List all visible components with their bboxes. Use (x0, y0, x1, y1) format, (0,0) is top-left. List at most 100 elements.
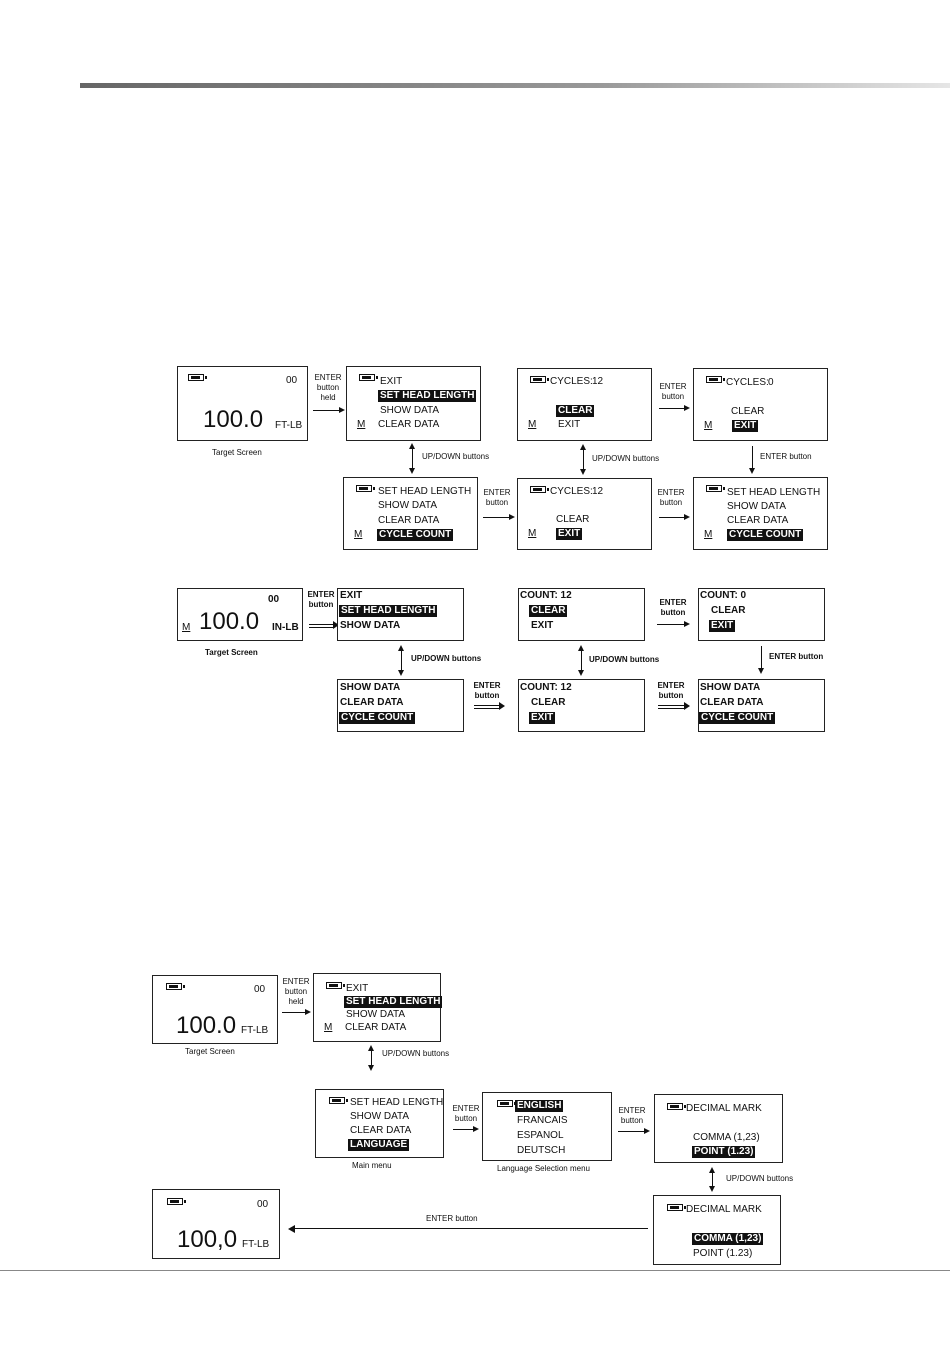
menu-item-show-data[interactable]: SHOW DATA (378, 500, 438, 511)
cycles-reset-screen: CYCLES: 0 CLEAR EXIT M (693, 368, 828, 441)
menu-item-exit[interactable]: EXIT (346, 983, 369, 994)
cycle-count-display: 00 (286, 375, 298, 386)
option-clear[interactable]: CLEAR (711, 605, 746, 616)
option-exit[interactable]: EXIT (529, 712, 556, 724)
cycles-label: CYCLES: (726, 377, 769, 388)
up-down-label: UP/DOWN buttons (726, 1174, 794, 1183)
battery-icon (706, 485, 725, 492)
cycles-screen: CYCLES: 12 CLEAR EXIT M (517, 368, 652, 441)
up-down-label: UP/DOWN buttons (382, 1049, 450, 1058)
option-clear[interactable]: CLEAR (731, 406, 765, 417)
unit-label: FT-LB (242, 1239, 270, 1250)
enter-arrow (313, 406, 345, 414)
menu-item-set-head-length[interactable]: SET HEAD LENGTH (378, 390, 477, 402)
menu-item-set-head-length[interactable]: SET HEAD LENGTH (378, 486, 472, 497)
m-key: M (528, 528, 537, 539)
menu-screen-final: SET HEAD LENGTH SHOW DATA CLEAR DATA CYC… (693, 477, 828, 550)
result-screen: 00 100,0 FT-LB (152, 1189, 280, 1259)
header-rule (80, 83, 950, 88)
menu-item-set-head-length[interactable]: SET HEAD LENGTH (339, 605, 438, 617)
menu-item-set-head-length[interactable]: SET HEAD LENGTH (344, 996, 443, 1008)
option-clear[interactable]: CLEAR (531, 697, 566, 708)
menu-item-clear-data[interactable]: CLEAR DATA (378, 515, 440, 526)
main-menu-caption: Main menu (352, 1161, 392, 1170)
cycle-count-display: 00 (268, 594, 280, 605)
battery-icon (356, 485, 375, 492)
option-exit[interactable]: EXIT (556, 528, 583, 540)
menu-screen: EXIT SET HEAD LENGTH SHOW DATA CLEAR DAT… (313, 973, 443, 1042)
menu-item-show-data[interactable]: SHOW DATA (340, 620, 401, 631)
menu-item-cycle-count[interactable]: CYCLE COUNT (339, 712, 416, 724)
menu-item-show-data[interactable]: SHOW DATA (700, 682, 761, 693)
language-espanol[interactable]: ESPANOL (517, 1130, 564, 1141)
menu-item-show-data[interactable]: SHOW DATA (727, 501, 787, 512)
up-down-label: UP/DOWN buttons (422, 452, 490, 461)
language-deutsch[interactable]: DEUTSCH (517, 1145, 566, 1156)
menu-item-clear-data[interactable]: CLEAR DATA (700, 697, 764, 708)
language-francais[interactable]: FRANCAIS (517, 1115, 568, 1126)
menu-item-cycle-count[interactable]: CYCLE COUNT (377, 529, 454, 541)
cycles-value: 12 (592, 376, 604, 387)
menu-item-clear-data[interactable]: CLEAR DATA (727, 515, 789, 526)
option-point[interactable]: POINT (1.23) (693, 1248, 753, 1259)
option-exit[interactable]: EXIT (709, 620, 736, 632)
menu-item-set-head-length[interactable]: SET HEAD LENGTH (350, 1097, 444, 1108)
up-down-label: UP/DOWN buttons (411, 654, 482, 663)
option-point[interactable]: POINT (1.23) (692, 1146, 756, 1158)
m-key: M (357, 419, 366, 430)
m-key: M (354, 529, 363, 540)
menu-item-cycle-count[interactable]: CYCLE COUNT (699, 712, 776, 724)
menu-item-show-data[interactable]: SHOW DATA (340, 682, 401, 693)
battery-icon (329, 1097, 348, 1104)
menu-item-exit[interactable]: EXIT (380, 376, 403, 387)
menu-item-clear-data[interactable]: CLEAR DATA (345, 1022, 407, 1033)
count-screen: COUNT: 12 CLEAR EXIT (518, 588, 645, 641)
menu-item-cycle-count[interactable]: CYCLE COUNT (727, 529, 804, 541)
enter-arrow (453, 1125, 479, 1133)
enter-arrow (658, 702, 690, 710)
target-screen: 00 100.0 FT-LB (152, 975, 278, 1044)
menu-item-show-data[interactable]: SHOW DATA (346, 1009, 406, 1020)
option-clear[interactable]: CLEAR (556, 514, 590, 525)
menu-item-clear-data[interactable]: CLEAR DATA (378, 419, 440, 430)
option-exit[interactable]: EXIT (732, 420, 759, 432)
enter-arrow (659, 404, 690, 412)
menu-item-clear-data[interactable]: CLEAR DATA (340, 697, 404, 708)
battery-icon (359, 374, 378, 381)
up-down-arrow (579, 444, 587, 475)
battery-icon (667, 1103, 686, 1110)
cycles-value: 12 (592, 486, 604, 497)
option-comma[interactable]: COMMA (1,23) (693, 1132, 760, 1143)
count-screen-exit: COUNT: 12 CLEAR EXIT (518, 679, 645, 732)
menu-item-show-data[interactable]: SHOW DATA (350, 1111, 410, 1122)
language-english[interactable]: ENGLISH (515, 1100, 564, 1112)
option-exit[interactable]: EXIT (531, 620, 554, 631)
menu-item-clear-data[interactable]: CLEAR DATA (350, 1125, 412, 1136)
m-key: M (704, 529, 713, 540)
enter-arrow (282, 1008, 311, 1016)
up-down-label: UP/DOWN buttons (592, 454, 660, 463)
decimal-mark-screen-comma: DECIMAL MARK COMMA (1,23) POINT (1.23) (653, 1195, 781, 1265)
count-label: COUNT: 12 (520, 590, 572, 601)
enter-down-arrow (757, 646, 765, 674)
menu-item-exit[interactable]: EXIT (340, 590, 363, 601)
menu-item-set-head-length[interactable]: SET HEAD LENGTH (727, 487, 821, 498)
battery-icon (530, 376, 549, 383)
torque-value: 100.0 (203, 406, 264, 433)
battery-icon (530, 486, 549, 493)
cycles-screen-exit: CYCLES: 12 CLEAR EXIT M (517, 478, 652, 550)
option-clear[interactable]: CLEAR (529, 605, 568, 617)
enter-arrow (474, 702, 505, 710)
battery-icon (326, 982, 345, 989)
menu-item-show-data[interactable]: SHOW DATA (380, 405, 440, 416)
option-exit[interactable]: EXIT (558, 419, 581, 430)
menu-item-language[interactable]: LANGUAGE (348, 1139, 410, 1151)
unit-label: FT-LB (241, 1025, 269, 1036)
option-comma[interactable]: COMMA (1,23) (692, 1233, 764, 1245)
option-clear[interactable]: CLEAR (556, 405, 595, 417)
